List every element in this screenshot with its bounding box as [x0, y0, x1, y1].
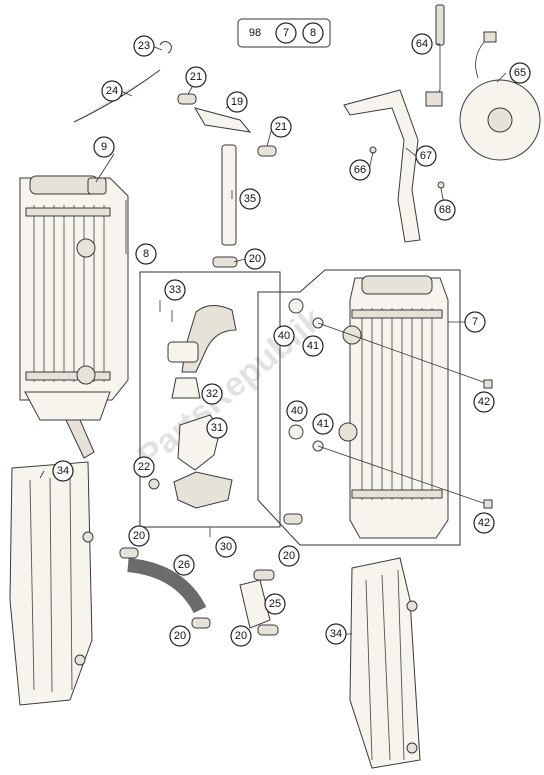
callout-41-upper[interactable]: 41	[302, 335, 324, 357]
callout-21-upper-right[interactable]: 21	[270, 116, 292, 138]
callout-20-right-upper[interactable]: 20	[278, 545, 300, 567]
radiator-mount-grommets	[288, 298, 493, 509]
callout-64[interactable]: 64	[411, 33, 433, 55]
callout-24[interactable]: 24	[101, 80, 123, 102]
svg-text:67: 67	[420, 150, 432, 162]
callout-32[interactable]: 32	[201, 383, 223, 405]
svg-text:35: 35	[244, 193, 256, 205]
svg-text:8: 8	[143, 248, 149, 260]
hose-clamp-small	[159, 41, 172, 54]
svg-text:20: 20	[235, 630, 247, 642]
callout-31[interactable]: 31	[206, 417, 228, 439]
svg-text:24: 24	[106, 85, 118, 97]
callout-34-right[interactable]: 34	[325, 623, 347, 645]
callout-30[interactable]: 30	[215, 536, 237, 558]
svg-text:20: 20	[133, 530, 145, 542]
svg-text:9: 9	[101, 141, 107, 153]
svg-text:65: 65	[514, 67, 526, 79]
svg-text:31: 31	[211, 422, 223, 434]
svg-text:20: 20	[249, 253, 261, 265]
svg-text:7: 7	[283, 27, 289, 39]
svg-text:42: 42	[478, 396, 490, 408]
callout-42-upper[interactable]: 42	[473, 391, 495, 413]
callout-20-lower-left[interactable]: 20	[128, 525, 150, 547]
callout-41-lower[interactable]: 41	[312, 413, 334, 435]
callout-33[interactable]: 33	[164, 279, 186, 301]
callout-66[interactable]: 66	[349, 159, 371, 181]
svg-text:66: 66	[354, 164, 366, 176]
callout-23[interactable]: 23	[133, 35, 155, 57]
svg-text:21: 21	[275, 121, 287, 133]
svg-text:33: 33	[169, 284, 181, 296]
svg-text:26: 26	[178, 559, 190, 571]
svg-text:19: 19	[231, 96, 243, 108]
right-radiator-guard	[349, 557, 421, 769]
callout-40-lower[interactable]: 40	[286, 400, 308, 422]
callout-19[interactable]: 19	[226, 91, 248, 113]
callout-9[interactable]: 9	[93, 136, 115, 158]
svg-text:20: 20	[283, 550, 295, 562]
svg-text:41: 41	[307, 340, 319, 352]
svg-text:7: 7	[472, 316, 478, 328]
svg-text:41: 41	[317, 418, 329, 430]
svg-text:34: 34	[330, 628, 342, 640]
vertical-pipe	[212, 144, 238, 268]
svg-text:32: 32	[206, 388, 218, 400]
callout-20-pipe-clamp[interactable]: 20	[244, 248, 266, 270]
fan-bracket	[343, 89, 445, 243]
callout-21-upper-left[interactable]: 21	[185, 66, 207, 88]
kit-box-item-8[interactable]: 8	[302, 22, 324, 44]
kit-box-item-7[interactable]: 7	[275, 22, 297, 44]
svg-text:68: 68	[439, 204, 451, 216]
right-radiator	[338, 275, 449, 539]
kit-box-label: 98	[249, 27, 261, 39]
callout-65[interactable]: 65	[509, 62, 531, 84]
upper-hose-connector	[177, 93, 277, 157]
callout-42-lower[interactable]: 42	[473, 512, 495, 534]
temperature-sensor	[425, 4, 445, 107]
right-radiator-group-frame	[257, 269, 461, 546]
short-hose	[239, 513, 303, 636]
svg-text:22: 22	[138, 461, 150, 473]
callout-26[interactable]: 26	[173, 554, 195, 576]
lower-hose	[119, 547, 211, 629]
svg-text:40: 40	[291, 405, 303, 417]
svg-text:42: 42	[478, 517, 490, 529]
callout-40-upper[interactable]: 40	[273, 325, 295, 347]
callout-8[interactable]: 8	[135, 243, 157, 265]
svg-text:20: 20	[174, 630, 186, 642]
callout-35[interactable]: 35	[239, 188, 261, 210]
cooling-fan	[459, 31, 541, 161]
radiator-cap	[87, 177, 107, 195]
svg-text:30: 30	[220, 541, 232, 553]
svg-text:21: 21	[190, 71, 202, 83]
left-radiator	[19, 175, 129, 459]
callout-67[interactable]: 67	[415, 145, 437, 167]
svg-text:23: 23	[138, 40, 150, 52]
callout-20-right-lower[interactable]: 20	[230, 625, 252, 647]
callout-20-lower-center[interactable]: 20	[169, 625, 191, 647]
svg-text:25: 25	[269, 598, 281, 610]
callout-22[interactable]: 22	[133, 456, 155, 478]
svg-text:34: 34	[57, 465, 69, 477]
callout-7[interactable]: 7	[464, 311, 486, 333]
svg-text:64: 64	[416, 38, 428, 50]
svg-text:40: 40	[278, 330, 290, 342]
callout-25[interactable]: 25	[264, 593, 286, 615]
callout-34-left[interactable]: 34	[52, 460, 74, 482]
left-radiator-guard	[9, 461, 94, 706]
svg-text:8: 8	[310, 27, 316, 39]
kit-box: 98 7 8	[237, 18, 331, 48]
callout-68[interactable]: 68	[434, 199, 456, 221]
